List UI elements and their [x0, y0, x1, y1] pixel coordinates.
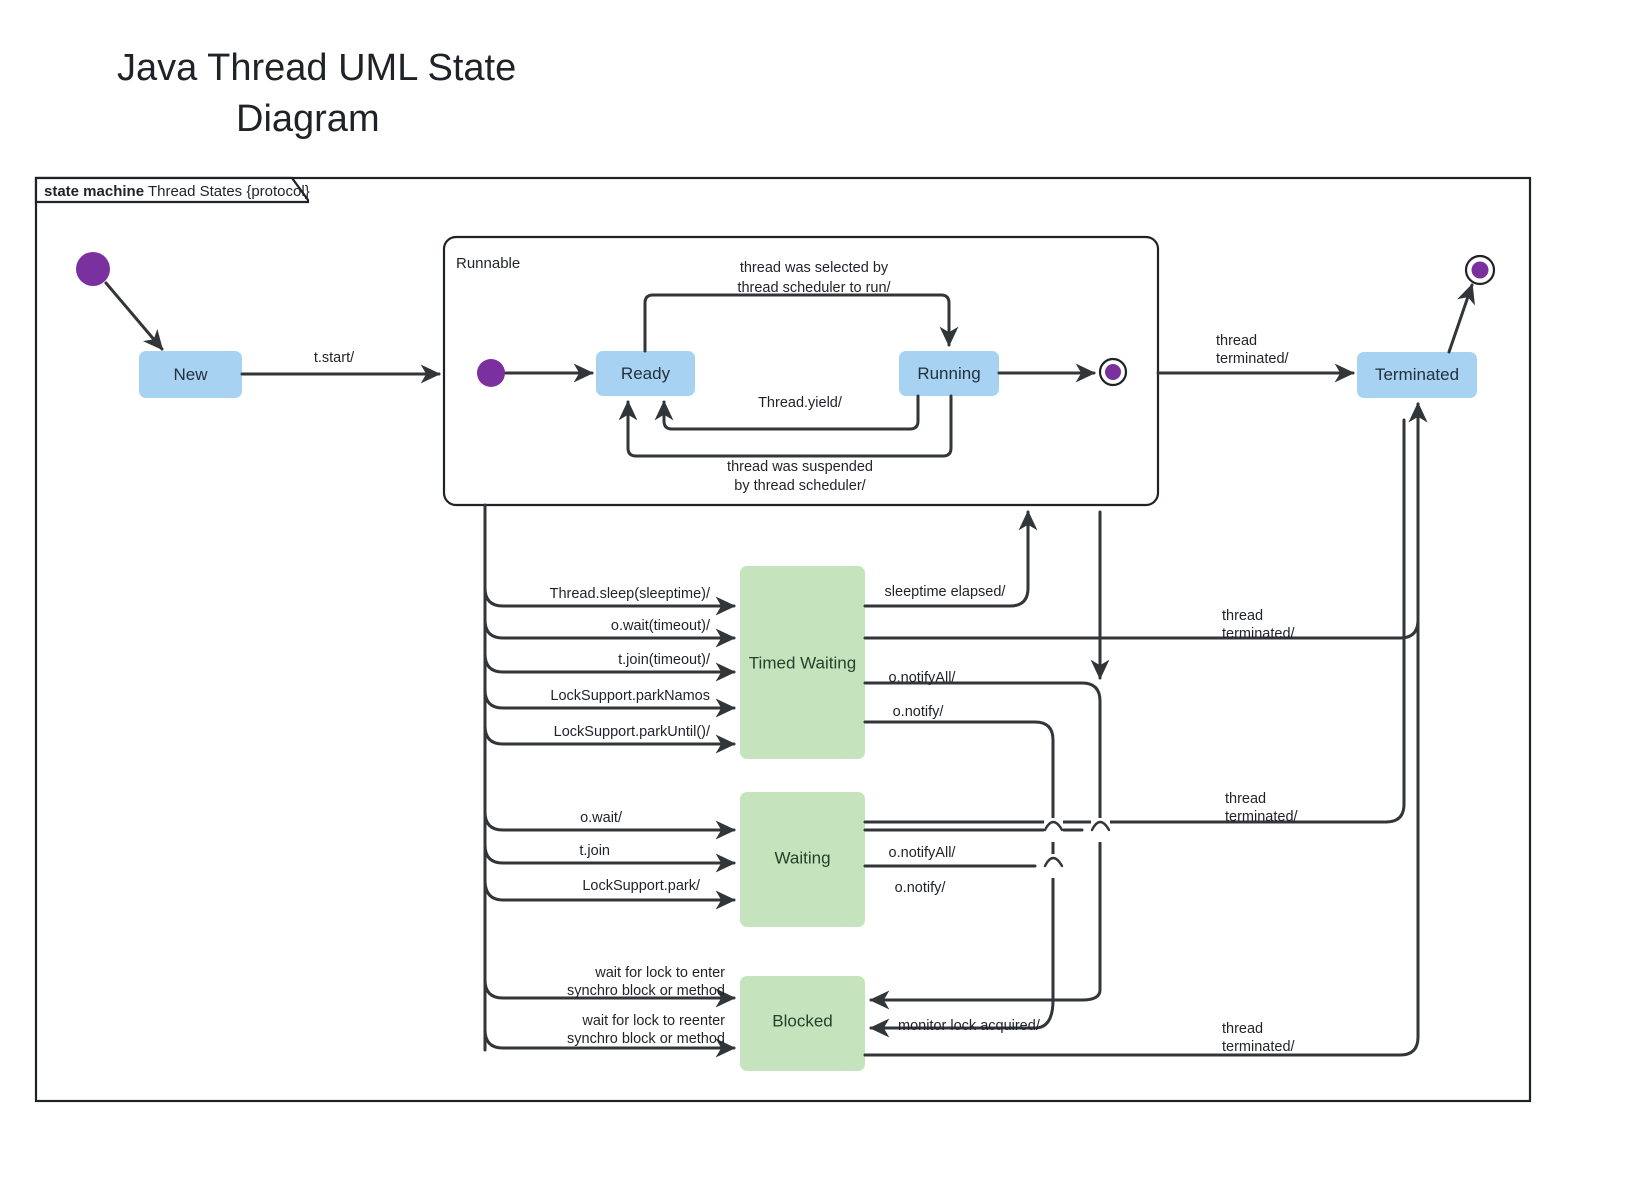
edge-label-sleeptime-elapsed: sleeptime elapsed/	[885, 584, 1007, 600]
edge-runnable-to-waiting-wait	[483, 810, 736, 840]
edge-label-lock-reenter-line1: wait for lock to reenter	[581, 1013, 725, 1029]
edge-label-terminated-b-line1: thread	[1222, 1021, 1263, 1037]
state-ready-label: Ready	[621, 364, 671, 383]
state-blocked[interactable]	[740, 976, 865, 1071]
bridge-2	[1043, 820, 1064, 832]
state-ready[interactable]	[596, 351, 695, 396]
state-blocked-label: Blocked	[772, 1011, 832, 1030]
edge-monitor-lock-acquired	[869, 998, 1055, 1038]
frame-label: state machine Thread States {protocol}	[44, 183, 310, 200]
final-state-dot	[1471, 261, 1489, 279]
edge-label-o-wait: o.wait/	[580, 810, 623, 826]
state-machine-frame	[34, 176, 1532, 1103]
state-waiting[interactable]	[740, 792, 865, 927]
edge-blocked-to-terminated	[863, 402, 1428, 1057]
page-title-line1: Java Thread UML State	[117, 47, 516, 89]
edge-label-suspended-line2: by thread scheduler/	[734, 478, 866, 494]
edge-running-to-ready-yield	[654, 394, 920, 431]
edge-timedwaiting-to-runnable-sleeptime	[863, 510, 1038, 608]
edge-label-terminated-b-line2: terminated/	[1222, 1039, 1296, 1055]
edge-label-terminated-top-line1: thread	[1216, 333, 1257, 349]
edge-label-terminated-tw-line2: terminated/	[1222, 626, 1296, 642]
edge-runnable-to-waiting-park	[483, 878, 736, 910]
composite-state-runnable	[442, 235, 1160, 507]
edge-label-lock-enter-line1: wait for lock to enter	[594, 965, 725, 981]
state-timed-waiting[interactable]	[740, 566, 865, 759]
edge-runnable-to-blocked-reenter	[483, 1028, 736, 1058]
page-title-line2: Diagram	[236, 98, 380, 140]
state-running-label: Running	[917, 364, 980, 383]
edge-label-monitor-acquired: monitor lock acquired/	[898, 1018, 1041, 1034]
edge-label-locksupport-park: LockSupport.park/	[582, 878, 701, 894]
edge-label-lock-reenter-line2: synchro block or method	[567, 1031, 725, 1047]
state-timed-waiting-label: Timed Waiting	[749, 653, 856, 672]
edge-label-notifyall-waiting: o.notifyAll/	[889, 845, 957, 861]
edge-terminated-to-final	[1447, 283, 1475, 354]
edge-label-o-wait-timeout: o.wait(timeout)/	[611, 618, 711, 634]
edge-initial-to-new	[104, 281, 164, 351]
edge-label-suspended-line1: thread was suspended	[727, 459, 873, 475]
edge-label-t-join: t.join	[579, 843, 610, 859]
edge-runnable-to-timedwaiting-parkuntil	[483, 724, 736, 754]
state-terminated[interactable]	[1357, 352, 1477, 398]
edge-label-terminated-w-line2: terminated/	[1225, 809, 1299, 825]
frame-keyword: state machine	[44, 183, 144, 200]
edge-timedwaiting-notify-path	[863, 720, 1055, 1002]
edge-to-blocked-upper	[869, 988, 1102, 1010]
line-jump-bridges	[1043, 818, 1111, 878]
initial-pseudostate-node	[76, 252, 110, 286]
edge-label-parknamos: LockSupport.parkNamos	[550, 688, 710, 704]
state-waiting-label: Waiting	[774, 848, 830, 867]
composite-state-label: Runnable	[456, 255, 520, 272]
edge-label-terminated-top-line2: terminated/	[1216, 351, 1290, 367]
edge-label-terminated-tw-line1: thread	[1222, 608, 1263, 624]
initial-pseudostate-runnable	[477, 359, 505, 387]
bridge-3	[1043, 856, 1064, 868]
edge-label-lock-enter-line2: synchro block or method	[567, 983, 725, 999]
edge-ready-to-running	[643, 293, 959, 353]
edge-runnable-to-timedwaiting-join	[483, 652, 736, 682]
state-running[interactable]	[899, 351, 999, 396]
state-new-label: New	[173, 365, 208, 384]
edge-label-thread-sleep: Thread.sleep(sleeptime)/	[550, 586, 711, 602]
edge-label-selected-line1: thread was selected by	[740, 260, 889, 276]
edge-label-t-join-timeout: t.join(timeout)/	[618, 652, 711, 668]
edge-label-notifyall-timed: o.notifyAll/	[889, 670, 957, 686]
edge-runnable-to-timedwaiting-parknanos	[483, 688, 736, 718]
edge-timedwaiting-notifyall-path	[863, 681, 1102, 992]
edge-label-notify-timed: o.notify/	[893, 704, 945, 720]
edge-label-notify-waiting: o.notify/	[895, 880, 947, 896]
edge-runnable-to-waiting-join	[483, 843, 736, 873]
edge-runnable-to-timedwaiting-wait	[483, 618, 736, 648]
edge-runnable-to-blocked-enter	[483, 978, 736, 1008]
edge-label-selected-line2: thread scheduler to run/	[737, 280, 891, 296]
bridge-1	[1090, 820, 1111, 832]
edge-label-parkuntil: LockSupport.parkUntil()/	[554, 724, 711, 740]
edge-label-t-start: t.start/	[314, 350, 355, 366]
frame-name: Thread States {protocol}	[144, 183, 310, 200]
frame-name-tab	[34, 176, 310, 204]
edge-runnable-to-timedwaiting-sleep	[483, 586, 736, 616]
edge-label-terminated-w-line1: thread	[1225, 791, 1266, 807]
edge-label-thread-yield: Thread.yield/	[758, 395, 843, 411]
state-terminated-label: Terminated	[1375, 365, 1459, 384]
edge-waiting-to-terminated	[863, 418, 1406, 824]
state-new[interactable]	[139, 351, 242, 398]
exit-point-dot	[1105, 364, 1121, 380]
edge-running-to-ready-suspended	[618, 394, 953, 458]
